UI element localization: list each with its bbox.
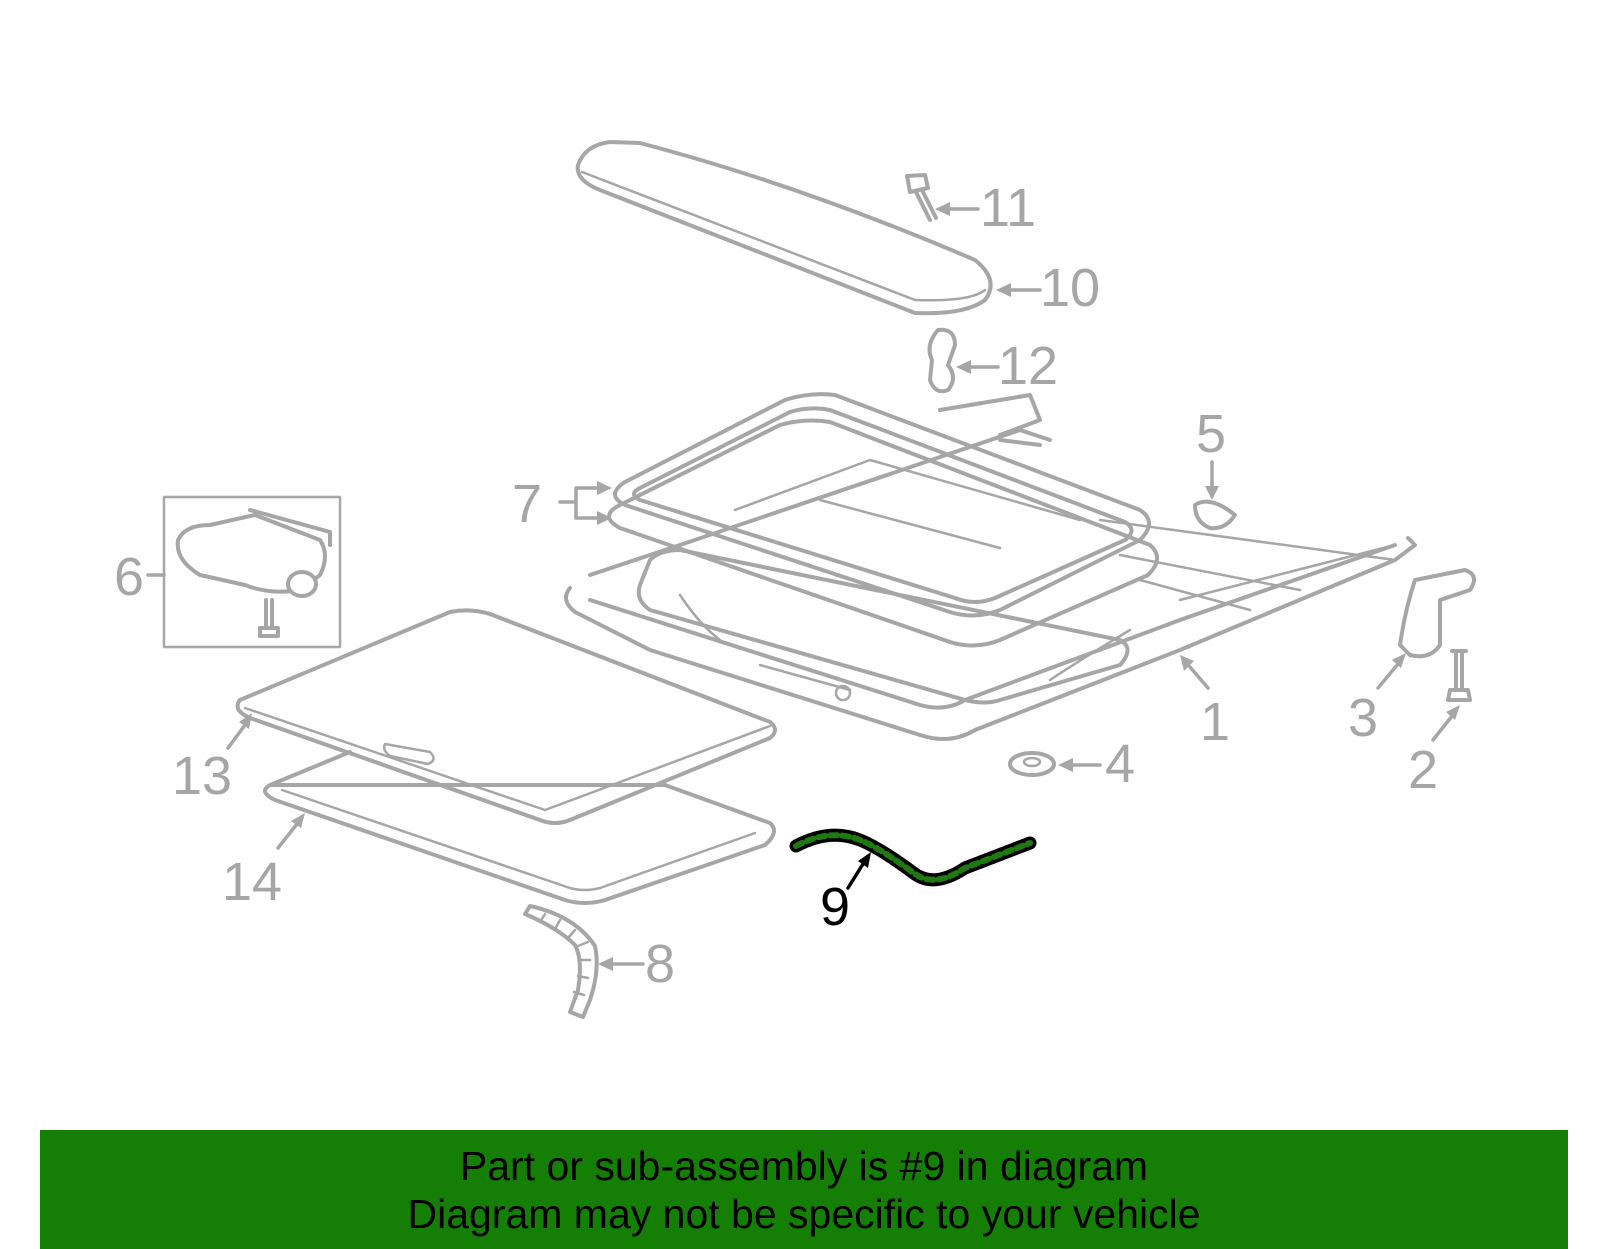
part-6-motor-assembly[interactable]	[162, 495, 342, 649]
part-3-bracket[interactable]	[1398, 568, 1476, 659]
callout-3: 3	[1348, 688, 1378, 748]
leader-1	[1180, 655, 1210, 690]
callout-5: 5	[1196, 404, 1226, 464]
part-7-seals[interactable]	[607, 392, 1159, 648]
part-14-frame-seal[interactable]	[263, 750, 776, 905]
part-13-sunshade[interactable]	[235, 608, 777, 825]
callout-14: 14	[222, 852, 282, 912]
callout-6: 6	[114, 547, 144, 607]
leader-5	[1205, 460, 1219, 500]
callout-12: 12	[998, 336, 1058, 396]
info-banner: Part or sub-assembly is #9 in diagram Di…	[40, 1130, 1568, 1249]
part-4-grommet[interactable]	[1008, 751, 1056, 777]
callout-10: 10	[1040, 258, 1100, 318]
leader-2	[1431, 705, 1460, 742]
leader-13	[226, 713, 252, 750]
part-8-drain-hose[interactable]	[523, 904, 599, 1019]
part-5-clip[interactable]	[1193, 499, 1237, 531]
callout-8: 8	[645, 934, 675, 994]
sunroof-parts-diagram: 11 10 12 5 7 6 1 3 2 4 13 14 8 9	[114, 140, 1476, 1019]
part-11-bolt[interactable]	[905, 173, 938, 222]
leader-3	[1376, 653, 1406, 690]
callout-7: 7	[512, 474, 542, 534]
callout-4: 4	[1105, 734, 1135, 794]
part-10-glass-panel[interactable]	[575, 140, 993, 316]
leader-10	[996, 283, 1042, 297]
leader-8	[598, 957, 645, 971]
leader-4	[1058, 758, 1102, 772]
part-9-seal-strip[interactable]	[789, 828, 1037, 887]
leader-9	[846, 852, 871, 890]
part-12-bracket[interactable]	[927, 327, 957, 394]
callout-11: 11	[980, 178, 1036, 238]
callout-9-highlighted: 9	[820, 877, 850, 937]
callout-2: 2	[1408, 740, 1438, 800]
part-2-bolt[interactable]	[1446, 649, 1472, 702]
leader-12	[956, 360, 1000, 374]
leader-11	[935, 202, 980, 216]
banner-line-1: Part or sub-assembly is #9 in diagram	[459, 1143, 1149, 1189]
callout-1: 1	[1200, 692, 1230, 752]
callout-13: 13	[172, 746, 232, 806]
leader-14	[276, 813, 305, 850]
leader-7	[558, 481, 612, 525]
part-1-sunroof-frame[interactable]	[564, 393, 1417, 741]
banner-line-2: Diagram may not be specific to your vehi…	[407, 1191, 1201, 1237]
